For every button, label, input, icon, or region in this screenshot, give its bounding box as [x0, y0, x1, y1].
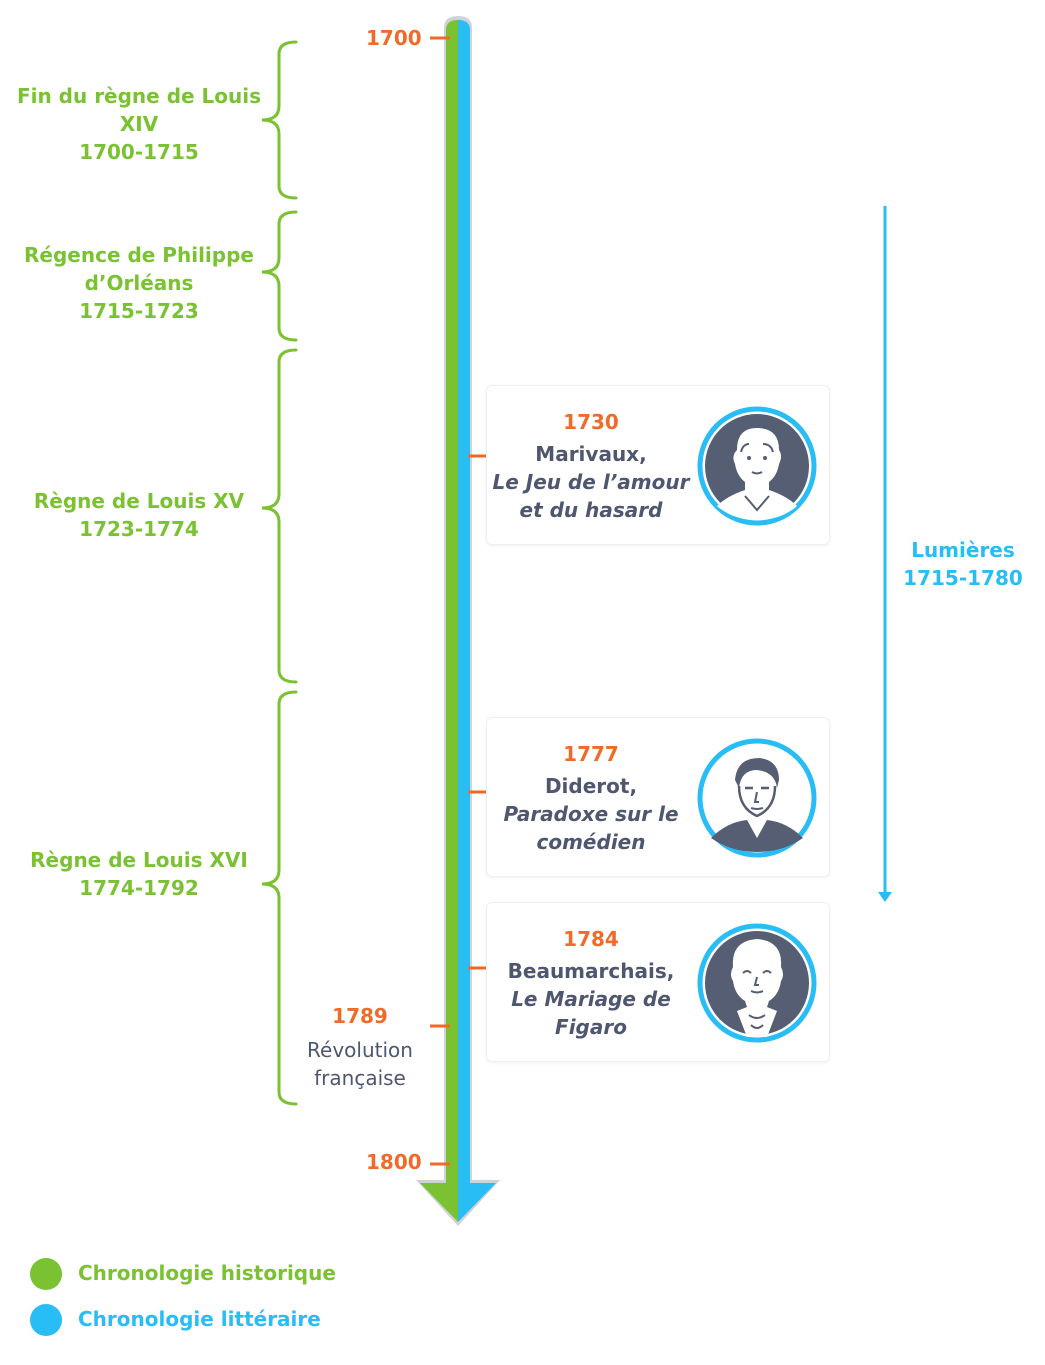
- card-author: Beaumarchais,: [507, 959, 675, 983]
- period-louis-xiv: Fin du règne de Louis XIV 1700-1715: [14, 82, 264, 166]
- card-work: Le Mariage de Figaro: [511, 987, 671, 1039]
- brace-louis-xiv: [261, 40, 298, 200]
- brace-louis-xvi: [261, 690, 298, 1106]
- movement-lumieres: Lumières 1715-1780: [888, 536, 1038, 592]
- movement-title: Lumières: [911, 538, 1015, 562]
- period-title: Fin du règne de Louis XIV: [16, 84, 262, 136]
- card-author: Marivaux,: [535, 442, 647, 466]
- literary-timeline-bar: [458, 20, 496, 1222]
- brace-louis-xv: [261, 348, 298, 684]
- legend-dot-historical: [30, 1258, 62, 1290]
- card-diderot: 1777 Diderot, Paradoxe sur le comédien: [486, 717, 830, 877]
- legend-label-historical: Chronologie historique: [78, 1261, 336, 1285]
- period-title: Règne de Louis XV: [33, 489, 245, 513]
- period-title: Régence de Philippe d’Orléans: [24, 243, 254, 295]
- period-years: 1715-1723: [79, 299, 199, 323]
- legend-label-literary: Chronologie littéraire: [78, 1307, 321, 1331]
- portrait-diderot-icon: [697, 738, 817, 858]
- card-work: Le Jeu de l’amour et du hasard: [492, 470, 690, 522]
- portrait-beaumarchais-icon: [697, 923, 817, 1043]
- period-years: 1774-1792: [79, 876, 199, 900]
- movement-years: 1715-1780: [903, 566, 1023, 590]
- card-marivaux: 1730 Marivaux, Le Jeu de l’amour et du h…: [486, 385, 830, 545]
- lumieres-arrow-head: [878, 892, 892, 902]
- card-year: 1784: [563, 927, 619, 951]
- period-louis-xvi: Règne de Louis XVI 1774-1792: [14, 846, 264, 902]
- end-year-label: 1800: [366, 1150, 422, 1174]
- historical-timeline-bar: [420, 20, 458, 1222]
- card-author: Diderot,: [544, 774, 638, 798]
- period-louis-xv: Règne de Louis XV 1723-1774: [14, 487, 264, 543]
- event-year: 1789: [332, 1004, 388, 1028]
- event-label: Révolution française: [307, 1038, 413, 1090]
- period-years: 1700-1715: [79, 140, 199, 164]
- card-beaumarchais: 1784 Beaumarchais, Le Mariage de Figaro: [486, 902, 830, 1062]
- event-revolution: 1789 Révolution française: [280, 1002, 440, 1092]
- card-year: 1730: [563, 410, 619, 434]
- brace-regence: [261, 210, 298, 342]
- card-work: Paradoxe sur le comédien: [503, 802, 679, 854]
- period-title: Règne de Louis XVI: [30, 848, 248, 872]
- period-regence: Régence de Philippe d’Orléans 1715-1723: [14, 241, 264, 325]
- period-years: 1723-1774: [79, 517, 199, 541]
- start-year-label: 1700: [366, 26, 422, 50]
- card-year: 1777: [563, 742, 619, 766]
- portrait-marivaux-icon: [697, 406, 817, 526]
- legend-dot-literary: [30, 1304, 62, 1336]
